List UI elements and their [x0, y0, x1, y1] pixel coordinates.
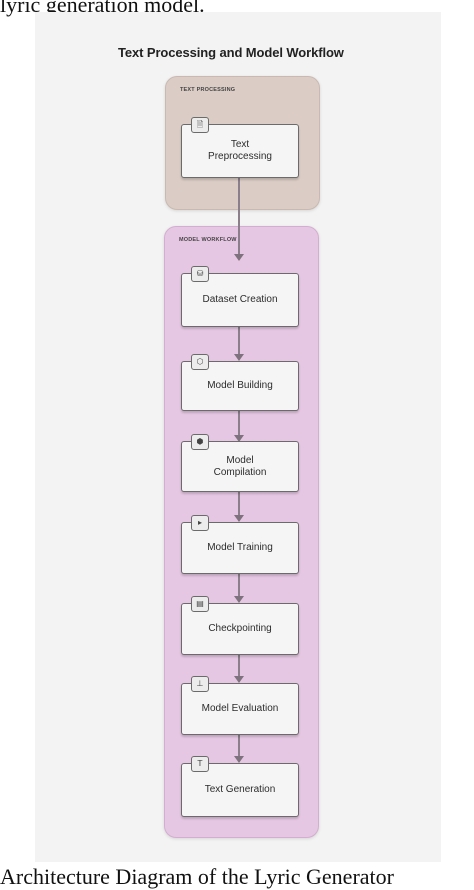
chart-icon: ⊥	[191, 676, 209, 692]
arrowhead	[234, 756, 244, 763]
arrowhead	[234, 676, 244, 683]
arrowhead	[234, 515, 244, 522]
node-label: Model Building	[207, 380, 273, 391]
node-label: Dataset Creation	[202, 294, 278, 305]
model-evaluation-node: ⊥ Model Evaluation	[181, 676, 299, 735]
node-label: Text Preprocessing	[208, 139, 272, 162]
connector-line	[238, 735, 240, 756]
connector-line	[238, 655, 240, 676]
arrowhead	[234, 596, 244, 603]
hexagon-icon: ⬢	[191, 434, 209, 450]
connector-line	[238, 327, 240, 354]
text-generation-node: T Text Generation	[181, 756, 299, 817]
node-label: Model Compilation	[213, 454, 267, 478]
text-processing-group-label: TEXT PROCESSING	[180, 87, 236, 93]
checkpointing-node: ▤ Checkpointing	[181, 596, 299, 655]
connector-line	[238, 574, 240, 596]
model-workflow-group-label: MODEL WORKFLOW	[179, 237, 237, 243]
dataset-creation-node: ⛁ Dataset Creation	[181, 266, 299, 327]
arrowhead	[234, 254, 244, 261]
text-icon: T	[191, 756, 209, 772]
node-label: Text Generation	[204, 784, 276, 795]
arrowhead	[234, 354, 244, 361]
text-preprocessing-node: 🗎 Text Preprocessing	[181, 117, 299, 178]
node-label: Model Evaluation	[201, 703, 279, 714]
node-label: Model Training	[207, 542, 273, 553]
cube-icon: ⬡	[191, 354, 209, 370]
connector-line	[238, 492, 240, 515]
arrowhead	[234, 435, 244, 442]
database-icon: ⛁	[191, 266, 209, 282]
node-label: Checkpointing	[208, 623, 272, 634]
connector-line	[238, 411, 240, 435]
document-icon: 🗎	[191, 117, 209, 133]
model-compilation-node: ⬢ Model Compilation	[181, 434, 299, 492]
bottom-caption: Architecture Diagram of the Lyric Genera…	[0, 864, 394, 889]
play-icon: ▸	[191, 515, 209, 531]
save-icon: ▤	[191, 596, 209, 612]
model-building-node: ⬡ Model Building	[181, 354, 299, 411]
model-training-node: ▸ Model Training	[181, 515, 299, 574]
connector-line	[238, 177, 240, 255]
diagram-title: Text Processing and Model Workflow	[118, 45, 344, 60]
